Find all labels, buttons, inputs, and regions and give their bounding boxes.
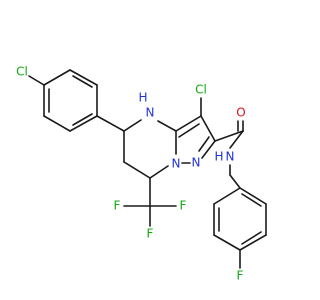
atom-pyrazole-nitrogen: N <box>192 156 201 170</box>
atom-cf3-fluorine-1: F <box>147 227 154 241</box>
atom-bridge-nitrogen: N <box>172 157 181 171</box>
bond-aryl-cl <box>28 75 45 86</box>
atom-nh-hydrogen: H <box>138 91 147 105</box>
cf3-group <box>123 177 177 227</box>
pyrazole-ring <box>175 115 216 164</box>
atom-amide-hydrogen: H <box>214 150 223 164</box>
molecule-structure: Cl Cl H N N N O N H F F F F <box>16 65 267 283</box>
atom-nh-ring-nitrogen: N <box>146 106 155 120</box>
atom-carbonyl-oxygen: O <box>236 106 245 120</box>
molecule-canvas: Cl Cl H N N N O N H F F F F <box>16 65 267 283</box>
atom-cf3-fluorine-3: F <box>180 199 187 213</box>
atom-amide-nitrogen: N <box>226 150 235 164</box>
amide-group <box>214 120 244 189</box>
atom-aryl-fluorine: F <box>237 269 244 283</box>
atom-cl-aryl: Cl <box>16 65 28 79</box>
atom-cf3-fluorine-2: F <box>114 199 121 213</box>
atom-cl-pyrazole: Cl <box>195 83 207 97</box>
pyrimidine-ring <box>123 119 177 179</box>
fluorophenyl-ring <box>213 187 267 251</box>
bond-aryl-c5 <box>96 115 125 132</box>
chlorophenyl-ring <box>43 69 98 132</box>
